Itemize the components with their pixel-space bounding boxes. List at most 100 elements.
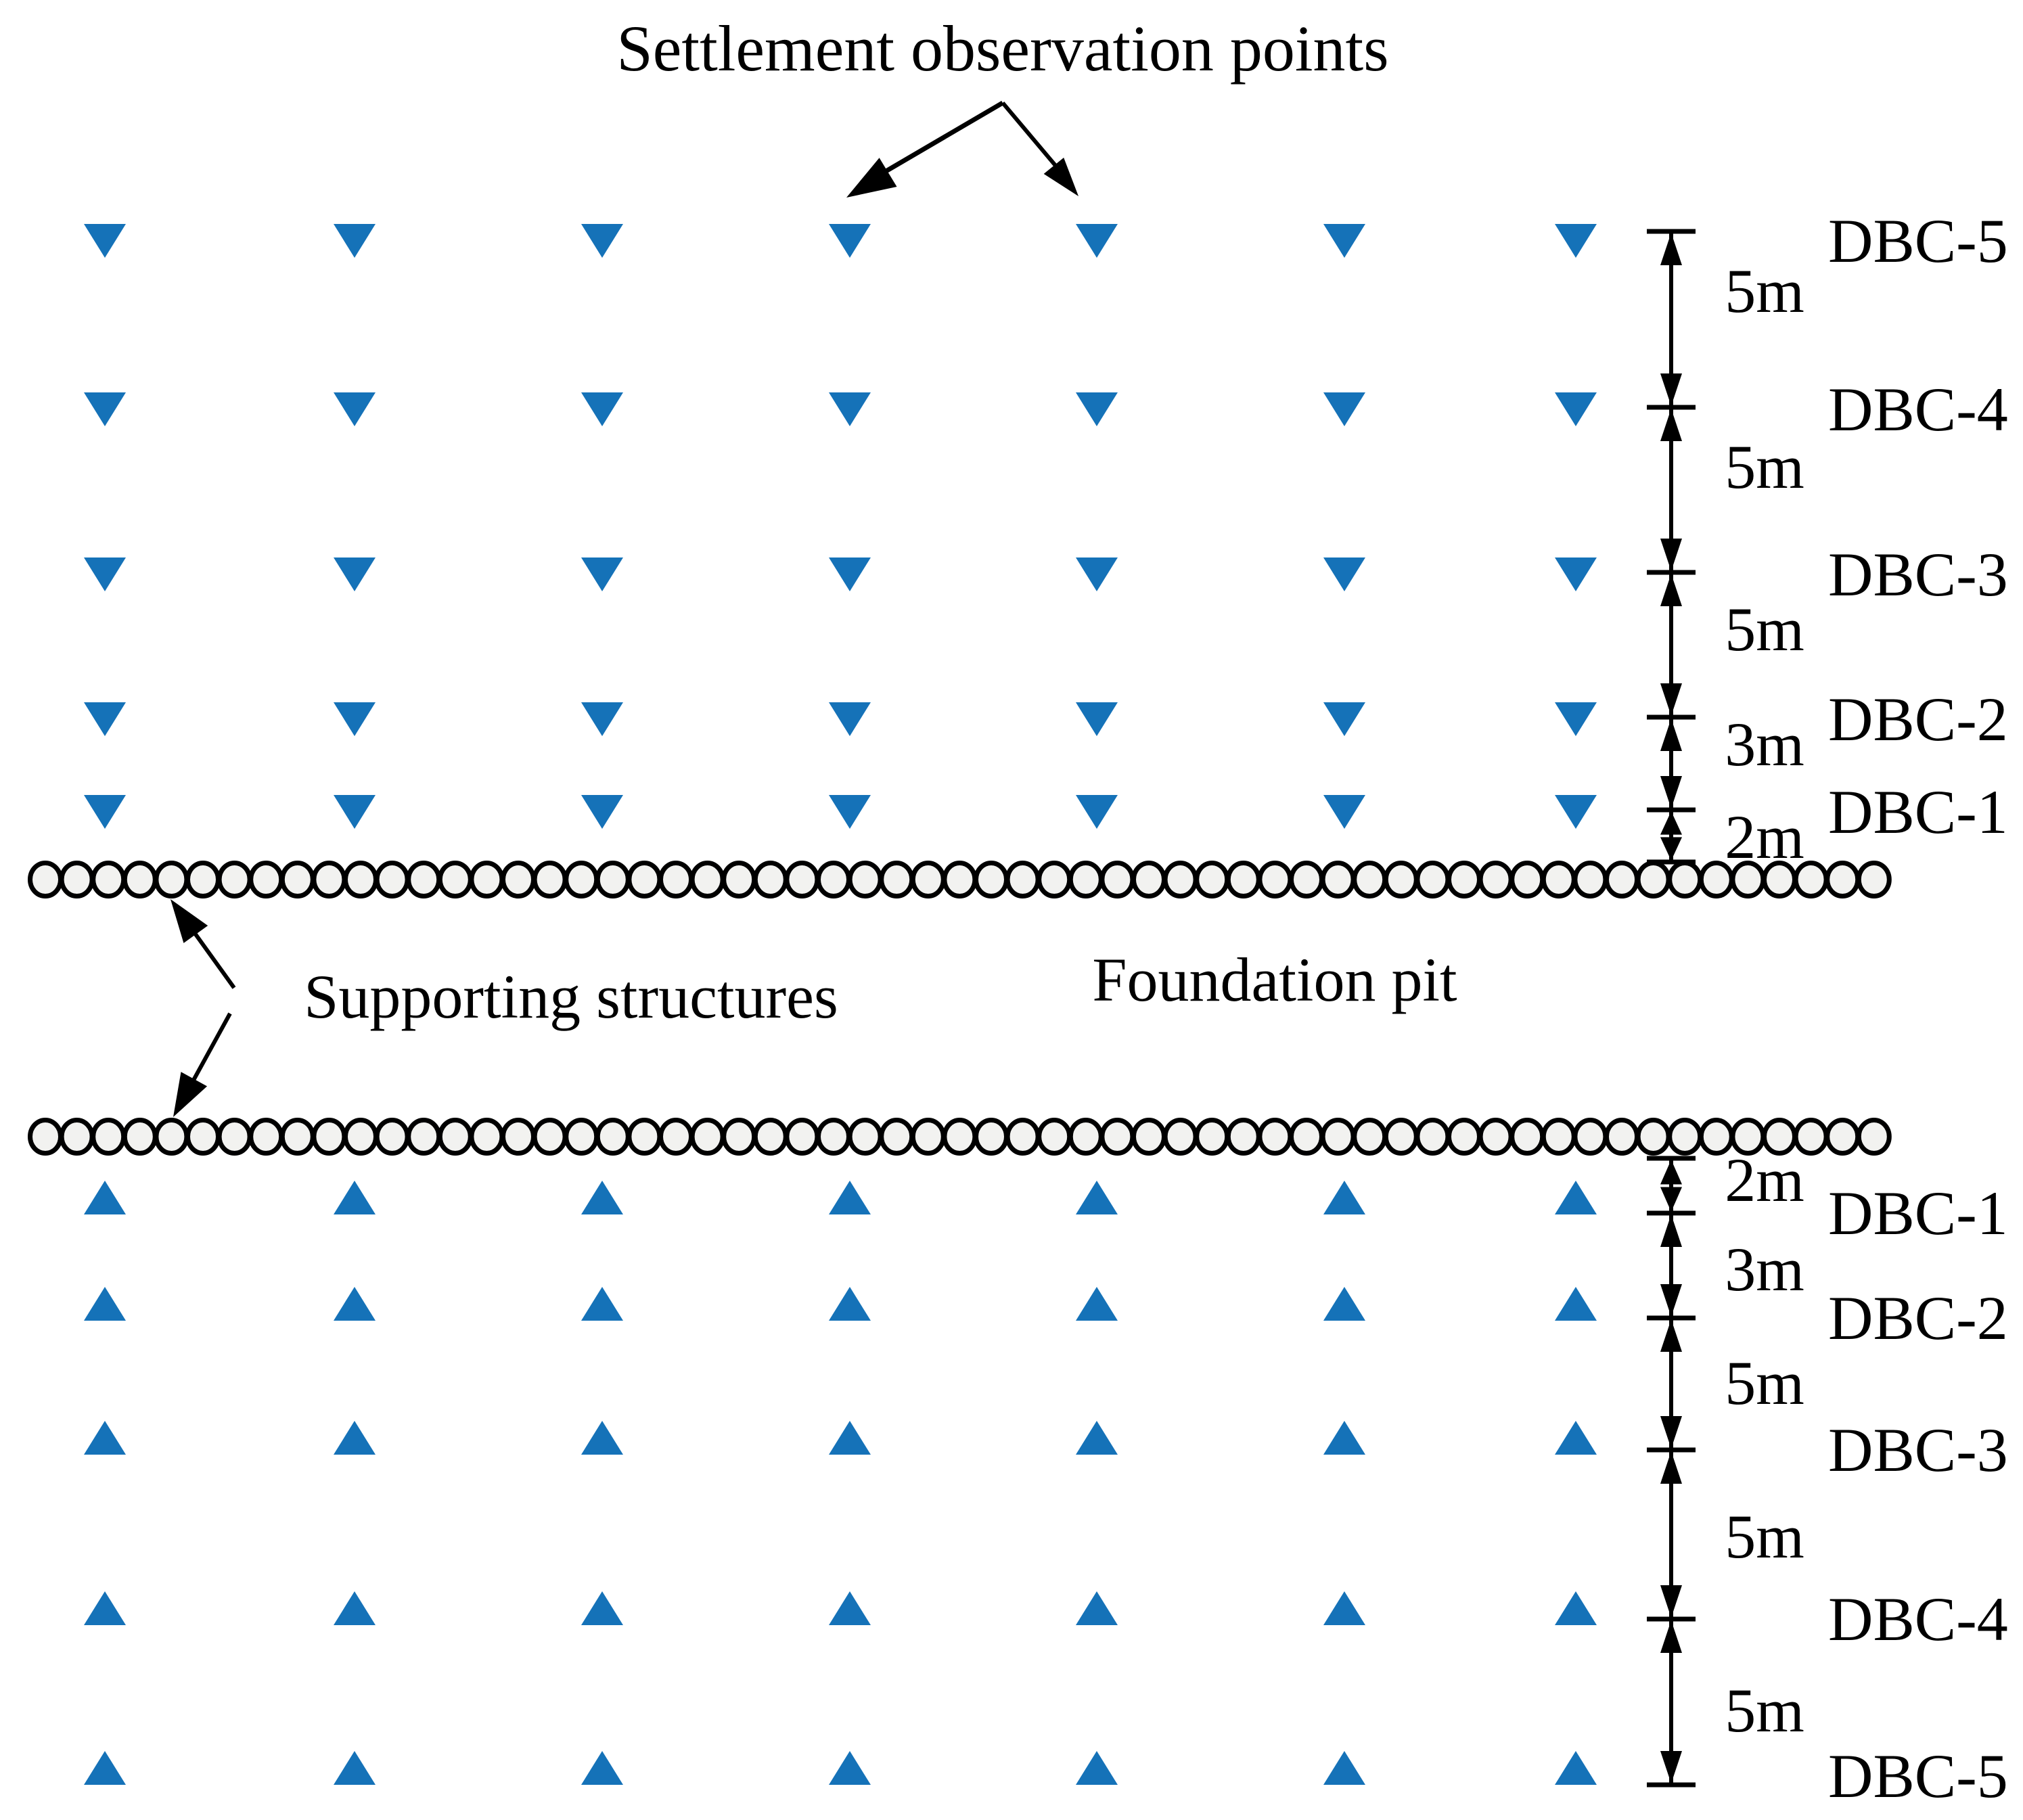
wall-pile-circle	[1856, 1118, 1892, 1156]
settlement-marker-up	[581, 1287, 623, 1321]
dim-label-top-2: 5m	[1725, 432, 1804, 501]
wall-pile-circle	[437, 1118, 473, 1156]
dim-label-bottom-1: 2m	[1725, 1145, 1804, 1214]
wall-pile-circle	[1225, 1118, 1261, 1156]
dimension-arrowhead-up	[1660, 233, 1682, 265]
title-arrow-right-head	[1043, 157, 1078, 196]
settlement-marker-up	[1323, 1751, 1365, 1785]
wall-pile-circle	[1005, 1118, 1041, 1156]
wall-pile-circle	[1225, 861, 1261, 898]
dimension-arrowhead-up	[1660, 1214, 1682, 1247]
wall-pile-circle	[974, 1118, 1009, 1156]
wall-pile-circle	[1667, 1118, 1703, 1156]
wall-pile-circle	[1383, 1118, 1419, 1156]
settlement-marker-down	[829, 558, 871, 591]
title-arrow-left-head	[846, 158, 897, 198]
settlement-marker-up	[581, 1591, 623, 1625]
dim-label-bottom-5: 5m	[1725, 1676, 1804, 1745]
dimension-arrowhead-up	[1660, 574, 1682, 606]
wall-pile-circle	[311, 1118, 347, 1156]
settlement-marker-up	[334, 1591, 376, 1625]
dimension-line-bottom	[1647, 1156, 1696, 1788]
settlement-marker-down	[84, 795, 126, 829]
wall-pile-circle	[1572, 861, 1608, 898]
settlement-marker-down	[84, 558, 126, 591]
dimension-arrowhead-down	[1660, 1751, 1682, 1783]
label-foundation-pit: Foundation pit	[1092, 945, 1457, 1014]
settlement-marker-down	[1555, 795, 1597, 829]
wall-pile-circle	[1131, 1118, 1166, 1156]
settlement-marker-up	[1323, 1421, 1365, 1455]
wall-pile-circle	[784, 1118, 820, 1156]
row-label-top-dbc-2: DBC-2	[1828, 685, 2008, 754]
settlement-marker-down	[1076, 558, 1118, 591]
wall-pile-circle	[154, 1118, 189, 1156]
settlement-marker-down	[334, 795, 376, 829]
dimension-arrowhead-down	[1660, 837, 1682, 861]
wall-pile-circle	[154, 861, 189, 898]
settlement-marker-down	[1323, 392, 1365, 426]
wall-pile-circle	[816, 1118, 851, 1156]
wall-pile-circle	[1162, 861, 1198, 898]
settlement-marker-up	[1076, 1287, 1118, 1321]
wall-pile-circle	[627, 861, 662, 898]
wall-pile-circle	[1447, 1118, 1482, 1156]
wall-pile-circle	[1194, 861, 1230, 898]
wall-pile-circle	[279, 1118, 315, 1156]
wall-pile-circle	[59, 861, 95, 898]
wall-pile-circle	[879, 861, 915, 898]
wall-pile-circle	[1257, 1118, 1293, 1156]
wall-pile-circle	[1099, 861, 1135, 898]
wall-pile-circle	[279, 861, 315, 898]
dim-label-top-3: 5m	[1725, 595, 1804, 664]
settlement-marker-down	[1323, 795, 1365, 829]
settlement-marker-up	[581, 1751, 623, 1785]
settlement-marker-up	[84, 1751, 126, 1785]
wall-pile-circle	[343, 861, 378, 898]
wall-pile-circle	[816, 861, 851, 898]
dimension-arrowhead-up	[1660, 1160, 1682, 1185]
wall-pile-circle	[879, 1118, 915, 1156]
settlement-marker-up	[1076, 1421, 1118, 1455]
settlement-marker-up	[829, 1421, 871, 1455]
settlement-marker-up	[1555, 1181, 1597, 1214]
wall-pile-circle	[595, 1118, 631, 1156]
settlement-marker-down	[829, 795, 871, 829]
settlement-marker-down	[581, 558, 623, 591]
settlement-marker-down	[829, 392, 871, 426]
wall-pile-circle	[910, 861, 946, 898]
wall-pile-circle	[595, 861, 631, 898]
settlement-marker-up	[334, 1421, 376, 1455]
settlement-marker-up	[1555, 1287, 1597, 1321]
settlement-marker-down	[334, 224, 376, 258]
wall-pile-circle	[942, 861, 978, 898]
wall-pile-circle	[658, 861, 694, 898]
settlement-marker-down	[84, 702, 126, 736]
wall-pile-circle	[752, 1118, 788, 1156]
settlement-marker-down	[1323, 558, 1365, 591]
dim-label-top-1: 5m	[1725, 256, 1804, 325]
settlement-marker-up	[84, 1591, 126, 1625]
dimension-arrowhead-down	[1660, 1284, 1682, 1317]
dimension-arrowhead-up	[1660, 409, 1682, 441]
wall-pile-circle	[784, 861, 820, 898]
row-label-top-dbc-1: DBC-1	[1828, 777, 2008, 846]
wall-pile-circle	[1478, 861, 1514, 898]
settlement-marker-up	[1323, 1181, 1365, 1214]
dim-label-bottom-4: 5m	[1725, 1502, 1804, 1571]
wall-pile-circle	[185, 861, 221, 898]
settlement-marker-down	[1555, 702, 1597, 736]
wall-pile-circle	[752, 861, 788, 898]
wall-pile-circle	[1509, 861, 1545, 898]
dimension-line-top	[1647, 229, 1696, 865]
settlement-marker-down	[1323, 702, 1365, 736]
wall-pile-circle	[248, 861, 284, 898]
wall-pile-circle	[1289, 1118, 1324, 1156]
wall-pile-circle	[1856, 861, 1892, 898]
wall-pile-circle	[689, 861, 725, 898]
wall-pile-circle	[1667, 861, 1703, 898]
dim-label-bottom-3: 5m	[1725, 1348, 1804, 1417]
wall-pile-circle	[501, 861, 536, 898]
wall-pile-circle	[1099, 1118, 1135, 1156]
